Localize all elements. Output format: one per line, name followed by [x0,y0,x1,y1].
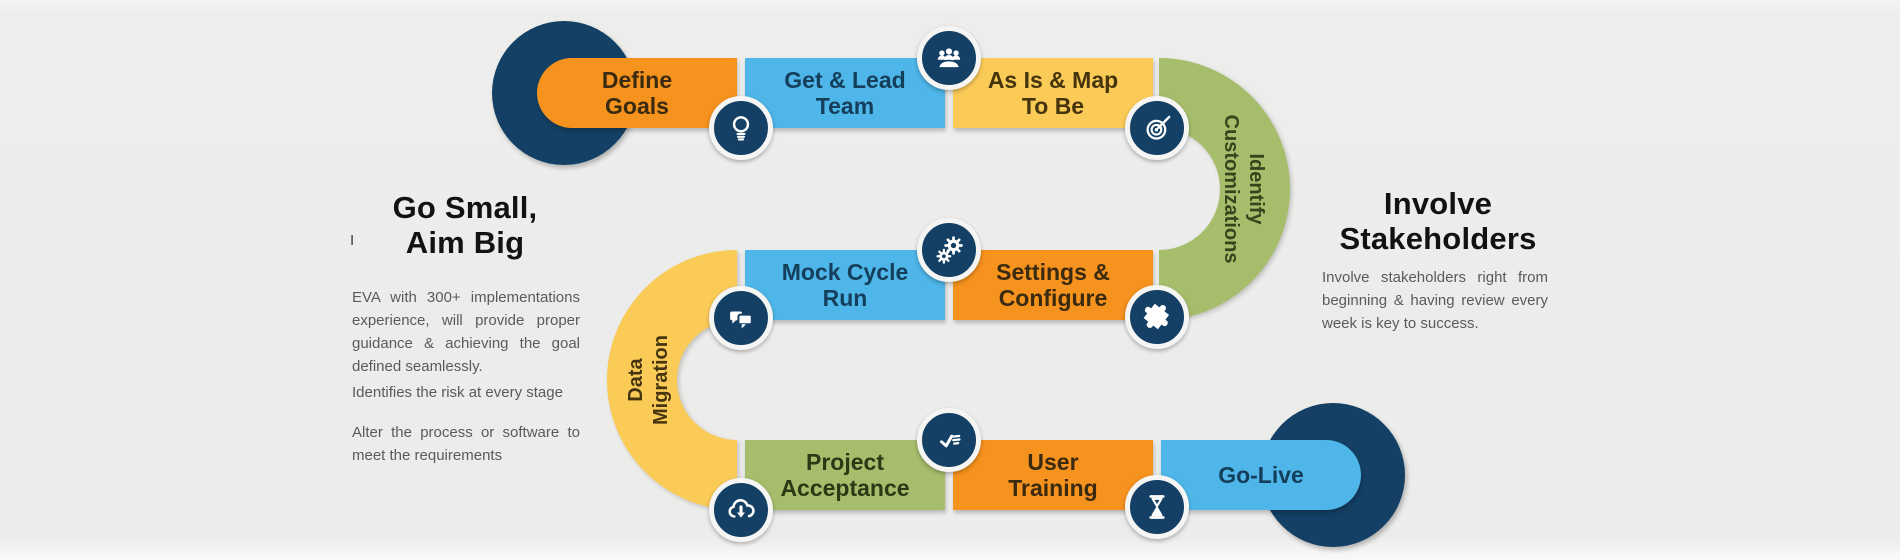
step-get-lead-team: Get & Lead Team [745,58,945,128]
left-paragraph-alter: Alter the process or software to meet th… [352,424,580,464]
step-mock-cycle-run: Mock Cycle Run [745,250,945,320]
step-define-goals: Define Goals [537,58,737,128]
cloud-download-icon [709,478,773,542]
lightbulb-icon [709,96,773,160]
step-settings-configure: Settings & Configure [953,250,1153,320]
step-project-acceptance: Project Acceptance [745,440,945,510]
step-as-is-map-to-be: As Is & Map To Be [953,58,1153,128]
chat-bubbles-icon [709,286,773,350]
left-paragraph-risk: Identifies the risk at every stage [352,384,563,401]
checklist-icon [917,408,981,472]
team-meeting-icon [917,26,981,90]
right-heading: Involve Stakeholders [1339,186,1537,256]
right-paragraph-stakeholders: Involve stakeholders right from beginnin… [1322,269,1548,332]
step-user-training: User Training [953,440,1153,510]
target-icon [1125,96,1189,160]
identify-customizations-curve [1159,58,1290,320]
data-migration-curve [607,250,737,510]
hourglass-icon [1125,475,1189,539]
stray-text-mark: I [350,232,355,249]
step-go-live: Go-Live [1161,440,1361,510]
puzzle-icon [1125,285,1189,349]
left-paragraph-experience: EVA with 300+ implementations experience… [352,289,580,375]
left-heading: Go Small, Aim Big [392,190,538,260]
gears-icon [917,218,981,282]
